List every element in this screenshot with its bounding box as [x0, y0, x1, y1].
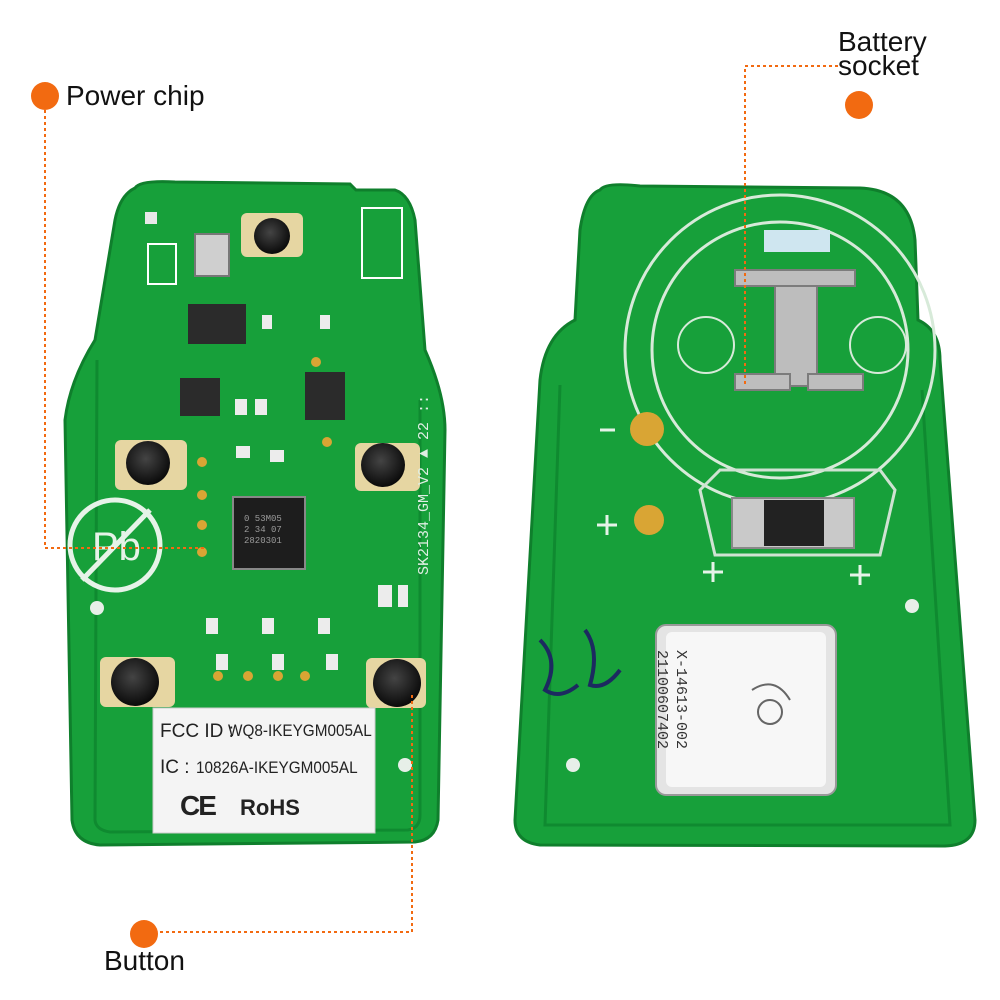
battery-socket-label: Battery socket — [838, 26, 927, 81]
chip-line-3: 2820301 — [244, 536, 282, 546]
chip-line-2: 2 34 07 — [244, 525, 282, 535]
ic-label: IC : — [160, 757, 190, 778]
chip-line-1: 0 53M05 — [244, 514, 282, 524]
right-pcb-board — [513, 183, 977, 848]
ce-mark: CE — [180, 790, 217, 821]
module-logo-icon — [751, 683, 791, 725]
module-line-1: X-14613-002 — [672, 650, 689, 750]
button-left-lower — [100, 657, 175, 707]
module-line-2: 21100607402 — [653, 650, 670, 750]
button-right-upper — [355, 443, 420, 491]
fcc-id-value: WQ8-IKEYGM005AL — [228, 721, 372, 740]
power-chip-label: Power chip — [66, 80, 205, 111]
ic-value: 10826A-IKEYGM005AL — [196, 758, 358, 777]
module-sticker-text: X-14613-002 21100607402 — [652, 650, 690, 749]
rohs-mark: RoHS — [240, 795, 300, 820]
battery-socket-label-line2: socket — [838, 50, 919, 81]
pcb-silkscreen-text: SK2134_GM_V2 ▲ 22 :: — [416, 394, 433, 575]
main-chip-marking: 0 53M05 2 34 07 2820301 — [244, 514, 282, 547]
button-left-upper — [115, 440, 187, 490]
button-label: Button — [104, 945, 185, 976]
button-right-lower — [366, 658, 426, 708]
callout-lines — [44, 65, 838, 933]
battery-socket-label-line1: Battery — [838, 26, 927, 57]
button-dot — [130, 920, 158, 948]
fcc-id-label: FCC ID : — [160, 721, 234, 742]
handwritten-mark — [538, 628, 622, 696]
battery-socket-dot — [845, 91, 873, 119]
battery-socket-clip — [734, 269, 864, 391]
power-chip-dot — [31, 82, 59, 110]
left-pcb-board: Pb — [63, 180, 447, 847]
